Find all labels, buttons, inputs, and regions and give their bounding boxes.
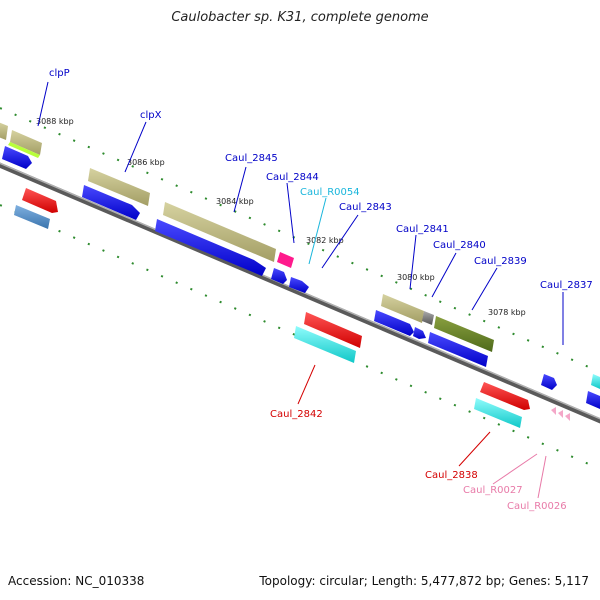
kbp-label: 3088 kbp xyxy=(36,117,74,126)
gene-feature-caul-r0027[interactable] xyxy=(551,407,556,415)
label-leaders xyxy=(37,81,564,499)
leader-line xyxy=(297,364,316,405)
gene-label-caul-r0026[interactable]: Caul_R0026 xyxy=(507,501,567,512)
gene-feature[interactable] xyxy=(558,410,563,418)
kbp-label: 3078 kbp xyxy=(488,308,526,317)
gene-label-caul-2843[interactable]: Caul_2843 xyxy=(339,202,392,213)
gene-feature-caul-2842[interactable] xyxy=(304,312,362,348)
gene-feature-caul-2845[interactable] xyxy=(163,202,276,262)
gene-label-clpP[interactable]: clpP xyxy=(49,68,70,79)
gene-feature-caul-r0026[interactable] xyxy=(565,413,570,421)
gene-label-caul-2839[interactable]: Caul_2839 xyxy=(474,256,527,267)
gene-feature[interactable] xyxy=(155,219,266,276)
leader-line xyxy=(37,81,49,127)
leader-line xyxy=(286,182,295,244)
gene-feature-caul-2843[interactable] xyxy=(289,277,309,293)
gene-label-caul-2842[interactable]: Caul_2842 xyxy=(270,409,323,420)
leader-line xyxy=(431,252,457,298)
gene-feature[interactable] xyxy=(10,130,42,155)
gene-feature-clpX[interactable] xyxy=(88,168,150,206)
gene-label-clpX[interactable]: clpX xyxy=(140,110,162,121)
gene-feature-caul-2837[interactable] xyxy=(541,374,557,390)
leader-line xyxy=(233,166,247,213)
accession-text: Accession: NC_010338 xyxy=(8,574,145,588)
gene-feature-caul-2844[interactable] xyxy=(271,268,287,284)
gene-label-caul-2845[interactable]: Caul_2845 xyxy=(225,153,278,164)
gene-feature-caul-2841[interactable] xyxy=(381,294,424,323)
kbp-label: 3084 kbp xyxy=(216,197,254,206)
gene-feature[interactable] xyxy=(8,142,40,158)
gene-feature[interactable] xyxy=(591,374,600,389)
gene-feature[interactable] xyxy=(2,146,32,169)
gene-label-caul-r0027[interactable]: Caul_R0027 xyxy=(463,485,523,496)
gene-feature[interactable] xyxy=(428,332,488,367)
leader-line xyxy=(124,121,147,173)
leader-line xyxy=(308,197,327,265)
kbp-scale: 3088 kbp 3086 kbp 3084 kbp 3082 kbp 3080… xyxy=(36,117,526,317)
gene-feature[interactable] xyxy=(586,391,600,409)
gene-label-caul-2837[interactable]: Caul_2837 xyxy=(540,280,593,291)
gene-feature[interactable] xyxy=(294,326,356,363)
gene-feature[interactable] xyxy=(82,185,140,220)
gene-feature[interactable] xyxy=(474,398,522,428)
gene-feature-caul-2840[interactable] xyxy=(434,316,494,352)
gene-feature[interactable] xyxy=(374,310,414,336)
gene-feature[interactable] xyxy=(422,311,434,325)
leader-line xyxy=(492,453,538,485)
gene-feature[interactable] xyxy=(22,188,58,213)
leader-line xyxy=(471,267,498,311)
leader-line xyxy=(458,431,491,467)
genome-backbone xyxy=(0,162,600,424)
gene-feature[interactable] xyxy=(413,327,426,339)
gene-label-caul-r0054[interactable]: Caul_R0054 xyxy=(300,187,360,198)
gene-features xyxy=(0,122,600,428)
leader-line xyxy=(321,214,359,269)
gene-feature[interactable] xyxy=(0,122,8,140)
gene-feature-caul-2838[interactable] xyxy=(480,382,530,410)
kbp-label: 3082 kbp xyxy=(306,236,344,245)
leader-line xyxy=(537,455,547,499)
gene-label-caul-2841[interactable]: Caul_2841 xyxy=(396,224,449,235)
kbp-label: 3080 kbp xyxy=(397,273,435,282)
genome-info-text: Topology: circular; Length: 5,477,872 bp… xyxy=(259,574,589,588)
leader-line xyxy=(409,234,417,290)
gene-label-caul-2838[interactable]: Caul_2838 xyxy=(425,470,478,481)
page-title: Caulobacter sp. K31, complete genome xyxy=(171,10,429,25)
gene-feature[interactable] xyxy=(14,205,50,229)
gene-label-caul-2844[interactable]: Caul_2844 xyxy=(266,172,319,183)
kbp-label: 3086 kbp xyxy=(127,158,165,167)
gene-feature-caul-r0054[interactable] xyxy=(277,252,294,268)
gene-labels: clpP clpX Caul_2845 Caul_2844 Caul_R0054… xyxy=(49,68,593,512)
gene-label-caul-2840[interactable]: Caul_2840 xyxy=(433,240,486,251)
